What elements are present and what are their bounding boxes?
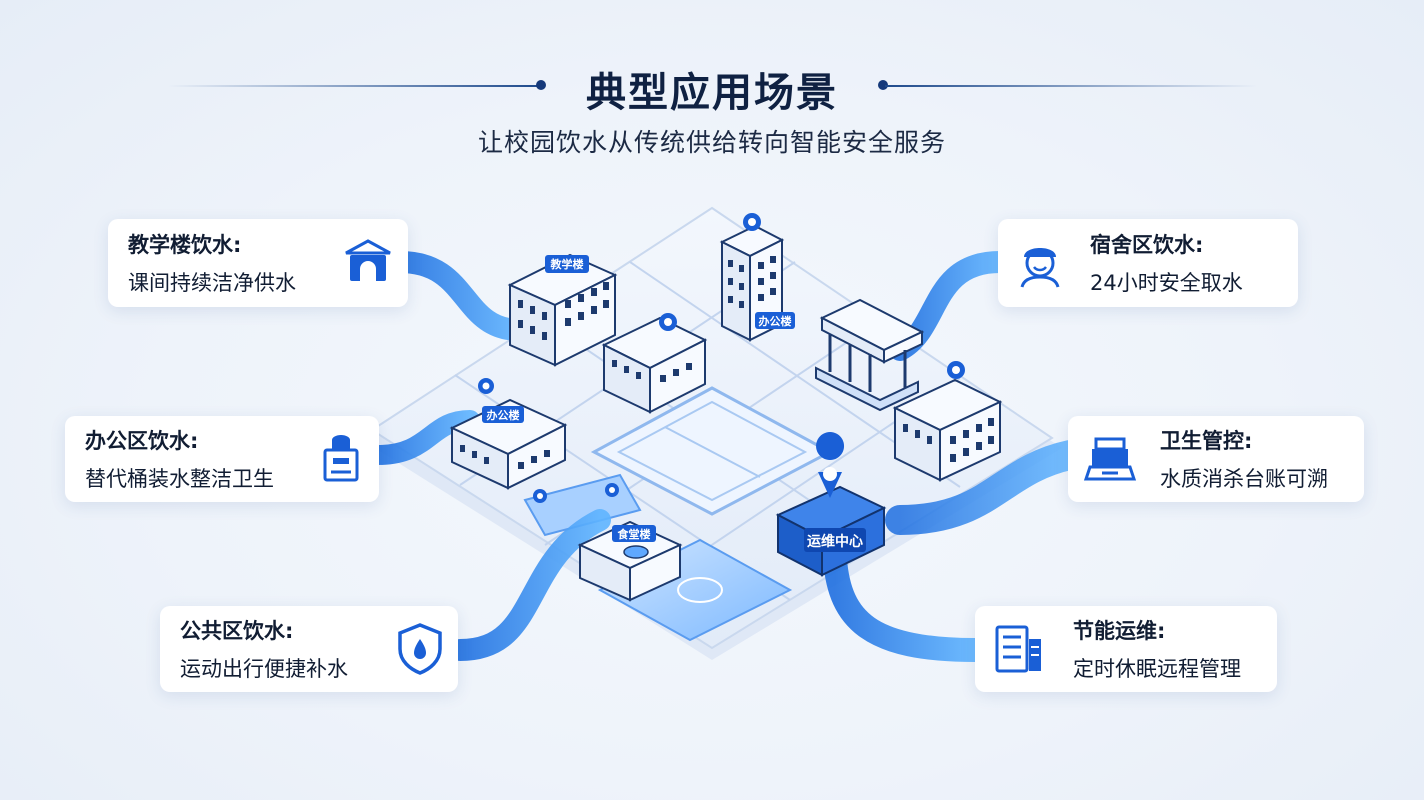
report-list-icon	[991, 621, 1047, 677]
office-tower: 办公楼	[719, 213, 795, 342]
scenario-heading: 卫生管控:	[1160, 429, 1253, 453]
teaching-building: 教学楼	[507, 253, 618, 367]
scenario-heading: 节能运维:	[1073, 619, 1166, 643]
water-dispenser-icon	[313, 430, 369, 486]
shield-drop-icon	[392, 621, 448, 677]
scenario-description: 替代桶装水整洁卫生	[85, 467, 274, 491]
student-face-icon	[1012, 235, 1068, 291]
title-rule-right	[885, 85, 1257, 87]
page-subtitle: 让校园饮水从传统供给转向智能安全服务	[477, 128, 946, 157]
office-building-label: 办公楼	[487, 408, 520, 422]
scenario-description: 定时休眠远程管理	[1073, 657, 1241, 681]
scenario-description: 24小时安全取水	[1090, 271, 1243, 295]
scenario-description: 课间持续洁净供水	[128, 271, 296, 295]
school-gate-icon	[340, 233, 396, 289]
scenario-card-office: 办公区饮水: 替代桶装水整洁卫生	[65, 416, 379, 502]
ops-center: 运维中心	[775, 432, 887, 577]
scenario-heading: 宿舍区饮水:	[1090, 233, 1204, 257]
canteen-building-label: 食堂楼	[618, 527, 651, 541]
canteen-building: 食堂楼	[533, 483, 683, 602]
scenario-heading: 公共区饮水:	[180, 619, 294, 643]
scenario-card-energy: 节能运维: 定时休眠远程管理	[975, 606, 1277, 692]
disinfection-box-icon	[1082, 431, 1138, 487]
scenario-description: 运动出行便捷补水	[180, 657, 348, 681]
title-dot-left	[536, 80, 546, 90]
office-building: 办公楼	[449, 378, 568, 490]
scenario-description: 水质消杀台账可溯	[1160, 467, 1328, 491]
ops-center-label: 运维中心	[807, 533, 863, 550]
scenario-card-dorm: 宿舍区饮水: 24小时安全取水	[998, 219, 1298, 307]
title-rule-left	[168, 85, 540, 87]
scenario-heading: 办公区饮水:	[85, 429, 199, 453]
page-header: 典型应用场景	[0, 56, 1424, 116]
pavilion	[815, 298, 925, 412]
scenario-card-hygiene: 卫生管控: 水质消杀台账可溯	[1068, 416, 1364, 502]
scenario-card-public: 公共区饮水: 运动出行便捷补水	[160, 606, 458, 692]
scenario-heading: 教学楼饮水:	[128, 233, 242, 257]
page-title: 典型应用场景	[586, 70, 838, 116]
teaching-building-label: 教学楼	[550, 257, 584, 271]
office-tower-label: 办公楼	[759, 314, 792, 328]
central-court	[590, 386, 834, 516]
library-building	[601, 313, 708, 414]
dormitory-building	[892, 361, 1003, 482]
title-dot-right	[878, 80, 888, 90]
scenario-card-teaching: 教学楼饮水: 课间持续洁净供水	[108, 219, 408, 307]
